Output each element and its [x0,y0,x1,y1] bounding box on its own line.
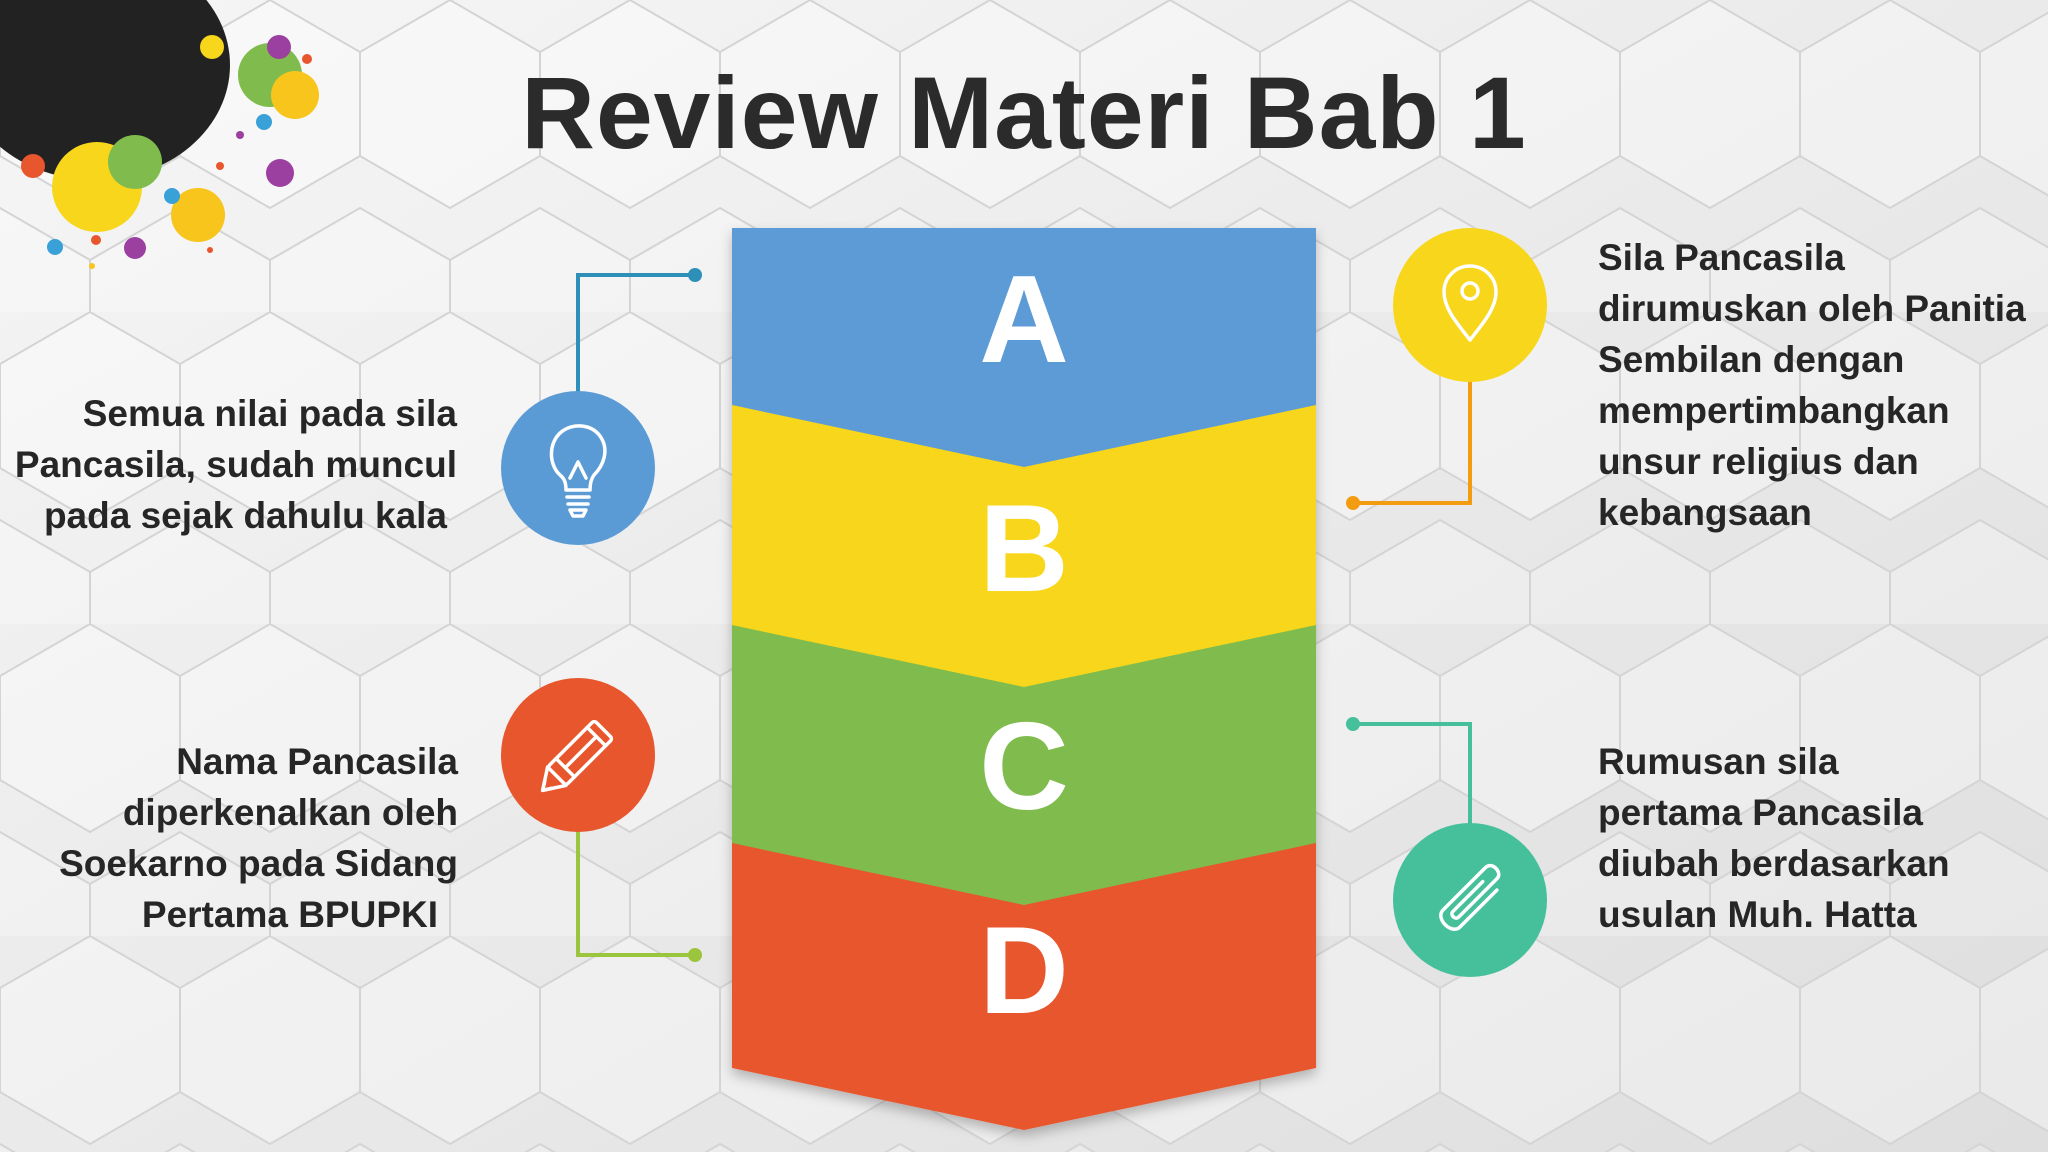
note-line: Soekarno pada Sidang [59,843,458,884]
connector-dot-bottom-right [1346,717,1360,731]
note-line: Semua nilai pada sila [82,393,457,434]
decorative-bubbles [0,0,319,269]
stage-letter-b: B [979,480,1069,618]
note-bottom-right: Rumusan sila pertama Pancasila diubah be… [1598,736,2038,940]
stage-letter-a: A [979,251,1069,389]
note-line: Rumusan sila [1598,741,1839,782]
note-line: diperkenalkan oleh [122,792,458,833]
connector-top-right [1353,355,1472,505]
pencil-icon [501,678,655,832]
note-line: Pertama BPUPKI [141,894,438,935]
note-line: pertama Pancasila [1598,792,1923,833]
note-line: unsur religius dan [1598,441,1919,482]
note-line: usulan Muh. Hatta [1598,894,1917,935]
note-line: diubah berdasarkan [1598,843,1950,884]
note-line: Sembilan dengan [1598,339,1905,380]
location-pin-icon [1393,228,1547,382]
lightbulb-icon [501,391,655,545]
note-top-right: Sila Pancasila dirumuskan oleh Panitia S… [1598,232,2038,538]
connectors [576,268,1472,962]
connector-dot-bottom-left [688,948,702,962]
note-line: kebangsaan [1598,492,1812,533]
connector-top-left [576,273,695,445]
stage-letter-d: D [979,902,1069,1040]
connector-bottom-left [576,778,695,957]
paperclip-icon [1393,823,1547,977]
connector-dot-top-left [688,268,702,282]
note-line: dirumuskan oleh Panitia [1598,288,2026,329]
note-line: Pancasila, sudah muncul [14,444,457,485]
stage-letter-c: C [979,698,1069,836]
chevron-stage-a [732,228,1316,467]
note-line: pada sejak dahulu kala [43,495,447,536]
page-title: Review Materi Bab 1 [521,56,1527,170]
note-line: mempertimbangkan [1598,390,1950,431]
note-top-left: Semua nilai pada sila Pancasila, sudah m… [0,388,457,541]
note-line: Nama Pancasila [176,741,458,782]
note-line: Sila Pancasila [1598,237,1845,278]
note-bottom-left: Nama Pancasila diperkenalkan oleh Soekar… [0,736,458,940]
connector-bottom-right [1353,722,1472,870]
connector-dot-top-right [1346,496,1360,510]
